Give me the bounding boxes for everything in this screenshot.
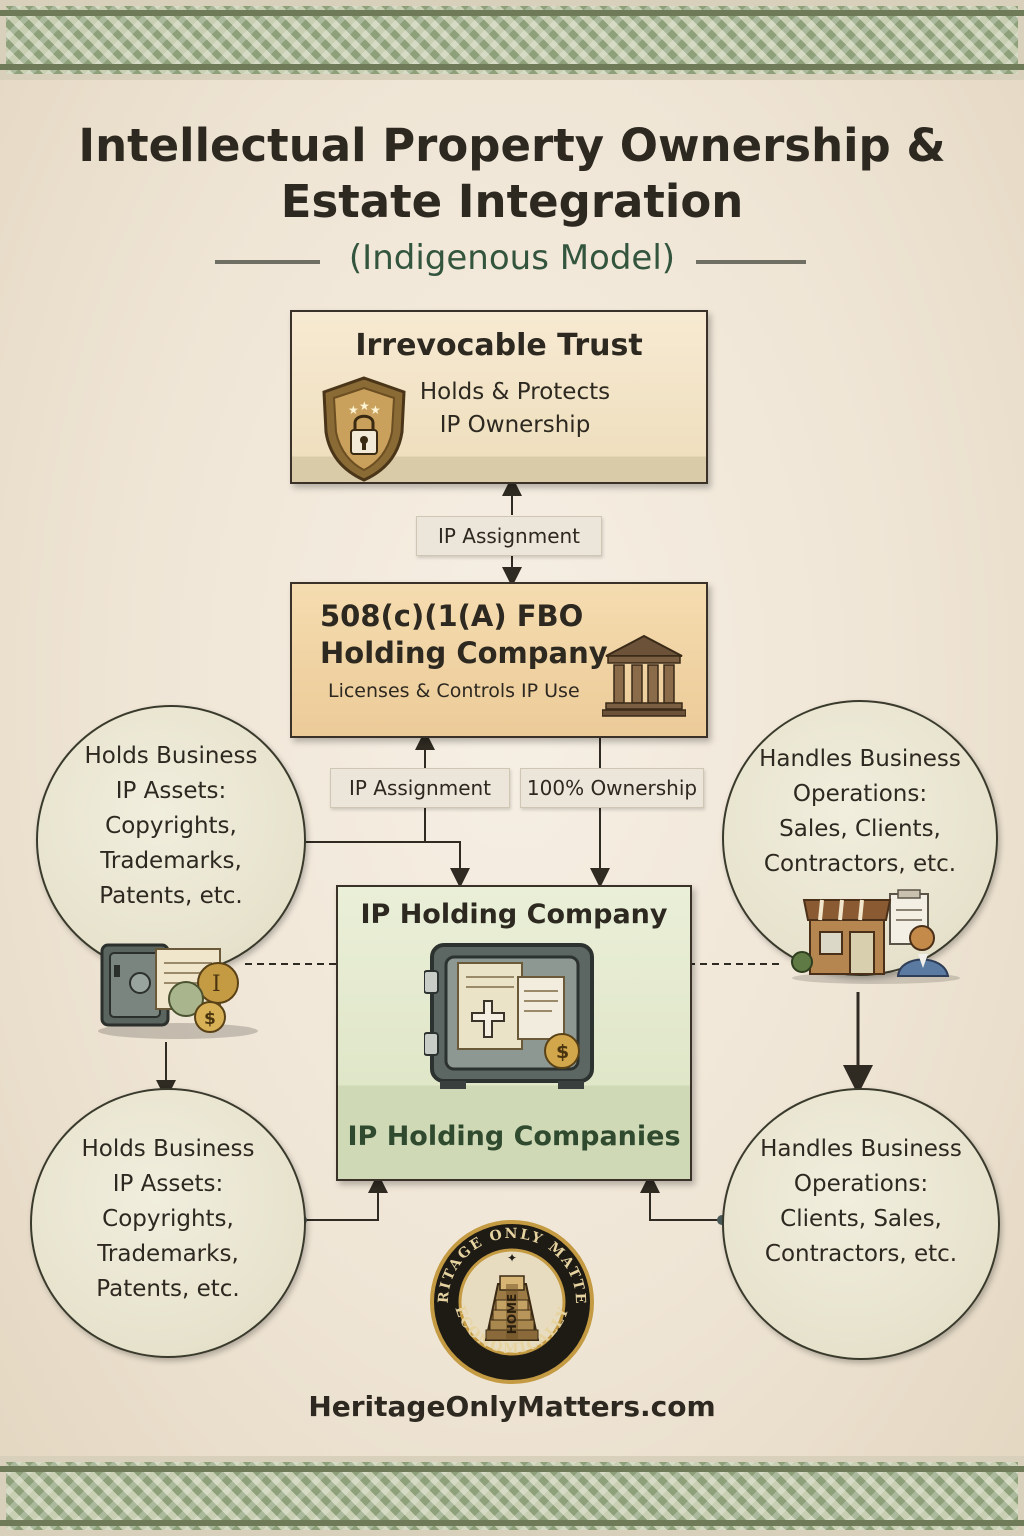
- svg-text:★: ★: [348, 403, 359, 417]
- decorative-border-top: [0, 0, 1024, 80]
- circle-br-line-1: Handles Business: [760, 1136, 962, 1162]
- circle-br-line-3: Clients, Sales,: [780, 1206, 942, 1232]
- fbo-title-line-1: 508(c)(1(A) FBO: [320, 599, 584, 633]
- page-title: Intellectual Property Ownership & Estate…: [40, 118, 984, 230]
- circle-bl-line-3: Copyrights,: [102, 1206, 234, 1232]
- circle-tl-line-2: IP Assets:: [115, 778, 227, 804]
- decorative-border-bottom: [0, 1456, 1024, 1536]
- svg-text:✦: ✦: [507, 1251, 517, 1265]
- vault-safe-icon: $: [424, 943, 594, 1089]
- ownership-label: 100% Ownership: [520, 768, 704, 808]
- heritage-seal-logo: HERITAGE ONLY MATTERS ECONOMICALLY HOME …: [426, 1218, 594, 1384]
- trust-title: Irrevocable Trust: [355, 328, 643, 363]
- fbo-holding-company-box: 508(c)(1(A) FBO Holding Company Licenses…: [290, 582, 708, 738]
- circle-tl-line-5: Patents, etc.: [99, 883, 243, 909]
- website-url: HeritageOnlyMatters.com: [308, 1390, 716, 1423]
- seal-center-text: HOME: [505, 1294, 519, 1334]
- circle-bl-line-2: IP Assets:: [112, 1171, 224, 1197]
- ip-holding-footer: IP Holding Companies: [347, 1121, 681, 1152]
- circle-text-top-left: Holds Business IP Assets: Copyrights, Tr…: [48, 739, 294, 914]
- title-line-2: Estate Integration: [280, 175, 744, 228]
- svg-text:$: $: [556, 1041, 569, 1063]
- circle-tr-line-3: Sales, Clients,: [779, 816, 941, 842]
- ip-holding-title: IP Holding Company: [360, 899, 668, 930]
- trust-description: Holds & Protects IP Ownership: [402, 376, 628, 442]
- shield-lock-icon: ★ ★ ★: [322, 376, 406, 482]
- arrow-bottom-right-to-iphc: [640, 1173, 722, 1221]
- circle-tr-line-2: Operations:: [792, 781, 928, 807]
- svg-text:★: ★: [370, 403, 381, 417]
- trust-line-2: IP Ownership: [439, 412, 591, 438]
- svg-text:★: ★: [359, 399, 370, 413]
- arrow-bottom-left-to-iphc: [302, 1173, 388, 1221]
- circle-br-line-2: Operations:: [793, 1171, 929, 1197]
- circle-tr-line-1: Handles Business: [759, 746, 961, 772]
- circle-tl-line-1: Holds Business: [84, 743, 258, 769]
- trust-line-1: Holds & Protects: [419, 379, 611, 405]
- circle-ip-assets-top-left: Holds Business IP Assets: Copyrights, Tr…: [36, 705, 306, 975]
- svg-text:$: $: [204, 1009, 216, 1029]
- storefront-person-icon: [791, 889, 960, 984]
- ip-holding-company-box: IP Holding Company $ IP Holding Companie…: [336, 885, 692, 1181]
- fbo-subtitle: Licenses & Controls IP Use: [328, 680, 580, 702]
- circle-text-bottom-left: Holds Business IP Assets: Copyrights, Tr…: [44, 1132, 292, 1307]
- ip-assignment-label-top: IP Assignment: [416, 516, 602, 556]
- irrevocable-trust-box: Irrevocable Trust ★ ★ ★ Holds & Protects…: [290, 310, 708, 484]
- circle-text-bottom-right: Handles Business Operations: Clients, Sa…: [736, 1132, 986, 1272]
- safe-coins-icon: I $: [98, 943, 258, 1039]
- circle-tl-line-3: Copyrights,: [105, 813, 237, 839]
- circle-ip-assets-bottom-left: Holds Business IP Assets: Copyrights, Tr…: [30, 1088, 306, 1358]
- circle-bl-line-4: Trademarks,: [97, 1241, 239, 1267]
- fbo-title-line-2: Holding Company: [320, 636, 608, 670]
- circle-text-top-right: Handles Business Operations: Sales, Clie…: [736, 742, 984, 882]
- circle-tl-line-4: Trademarks,: [100, 848, 242, 874]
- circle-tr-line-4: Contractors, etc.: [763, 851, 957, 877]
- bank-building-icon: [602, 634, 686, 717]
- page-subtitle: (Indigenous Model): [348, 238, 676, 278]
- ip-assignment-label-lower: IP Assignment: [330, 768, 510, 808]
- circle-bl-line-1: Holds Business: [81, 1136, 255, 1162]
- subtitle-rule-left: [215, 260, 320, 264]
- circle-br-line-4: Contractors, etc.: [764, 1241, 958, 1267]
- circle-operations-bottom-right: Handles Business Operations: Clients, Sa…: [722, 1088, 1000, 1360]
- arrow-left-circle-to-iphc: [298, 841, 470, 888]
- circle-bl-line-5: Patents, etc.: [96, 1276, 240, 1302]
- subtitle-rule-right: [696, 260, 806, 264]
- svg-text:I: I: [212, 972, 221, 997]
- fbo-title: 508(c)(1(A) FBO Holding Company: [320, 598, 608, 672]
- title-line-1: Intellectual Property Ownership &: [78, 119, 946, 172]
- subtitle-row: (Indigenous Model): [0, 238, 1024, 284]
